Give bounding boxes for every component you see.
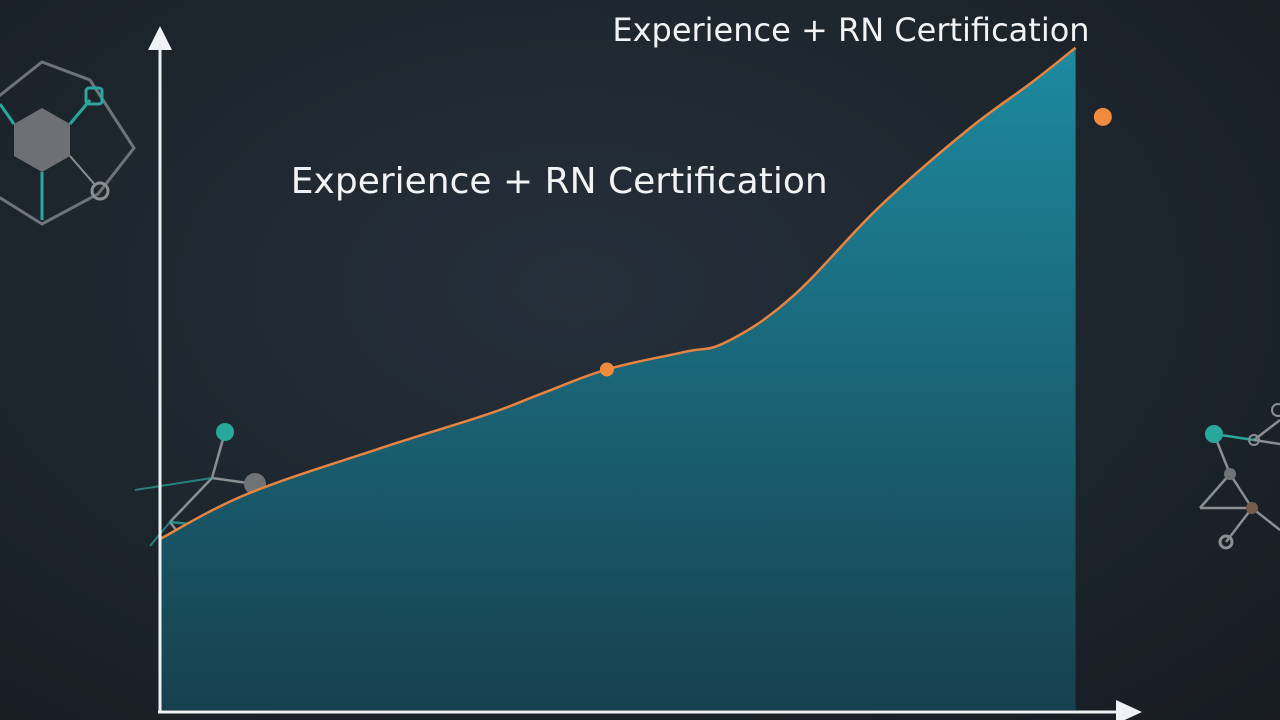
data-point-marker — [599, 362, 614, 377]
area-fill — [160, 47, 1076, 711]
annotation-label: Experience + RN Certification — [291, 161, 828, 202]
data-point-marker — [1093, 107, 1112, 126]
series-line — [159, 46, 1077, 541]
y-axis-arrow — [148, 26, 172, 50]
molecule-network-icon-right — [1199, 403, 1280, 550]
x-axis-arrow — [1116, 700, 1142, 720]
annotation-label: Experience + RN Certification — [612, 11, 1089, 49]
hexagon-network-icon — [0, 60, 136, 226]
